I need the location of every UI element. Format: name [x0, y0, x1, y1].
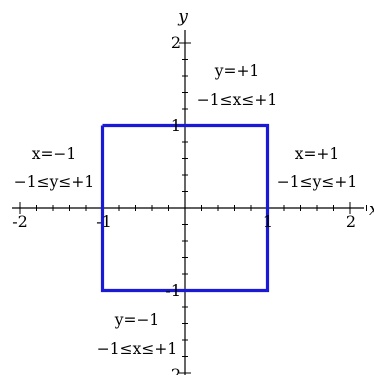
y-tick-label-neg2: -2 — [165, 365, 181, 375]
y-tick-label-1: 1 — [171, 116, 181, 135]
annotation-bottom-equation: y=−1 — [114, 311, 160, 329]
x-tick-label-neg2: -2 — [12, 212, 28, 231]
x-tick-label-1: 1 — [263, 212, 273, 231]
annotation-right-range: −1≤y≤+1 — [277, 173, 357, 191]
annotation-bottom-range: −1≤x≤+1 — [97, 340, 177, 358]
x-tick-label-neg1: -1 — [96, 212, 112, 231]
x-axis-label: x — [369, 200, 374, 220]
annotation-left-equation: x=−1 — [32, 145, 77, 163]
square-path — [100, 123, 270, 293]
annotation-right-equation: x=+1 — [295, 145, 340, 163]
annotation-top-range: −1≤x≤+1 — [197, 91, 277, 109]
y-axis-label: y — [177, 7, 188, 27]
y-tick-label-neg1: -1 — [165, 281, 181, 300]
annotation-left-range: −1≤y≤+1 — [14, 173, 94, 191]
x-tick-label-2: 2 — [346, 212, 356, 231]
annotation-top-equation: y=+1 — [214, 62, 260, 80]
y-tick-label-2: 2 — [171, 33, 181, 52]
